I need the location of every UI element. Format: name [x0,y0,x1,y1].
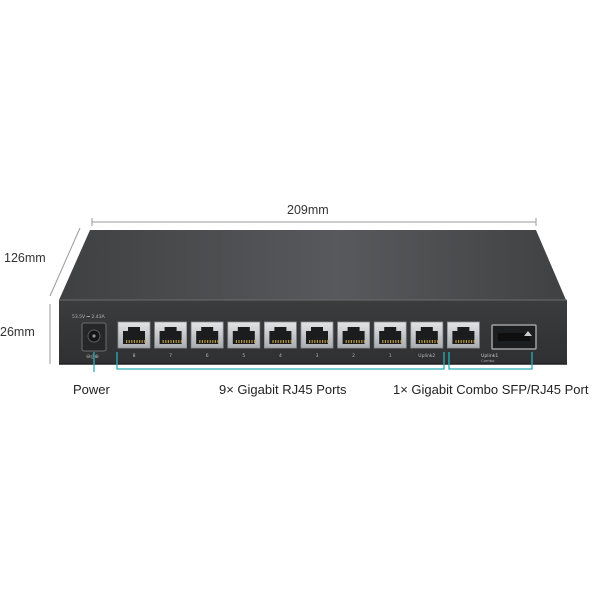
rj45-port-3 [300,321,334,349]
port-number-label: 4 [279,353,282,359]
power-jack: 53.5V ⎓ 2.43A ⊖◎⊕ [72,314,107,360]
port-number-label: 3 [316,353,319,359]
depth-dimension-label: 126mm [4,251,46,265]
polarity-icon: ⊖◎⊕ [86,354,99,360]
uplink2-label: Uplink2 [418,353,435,359]
rj45-port-2 [337,321,371,349]
depth-dimension-line [49,227,81,297]
port-number-label: 1 [389,353,392,359]
uplink1-sub-label: Combo [481,358,495,363]
rj45-port-8 [117,321,151,349]
combo-port-bracket [448,352,533,370]
switch-top-surface [59,230,566,300]
port-number-label: 2 [352,353,355,359]
port-number-label: 5 [242,353,245,359]
power-rating-label: 53.5V ⎓ 2.43A [72,314,106,320]
port-number-label: 8 [133,353,136,359]
rj45-port-uplink1-combo [446,321,480,349]
rj45-port-7 [154,321,188,349]
width-dimension-line [91,218,537,226]
sfp-slot [491,324,537,350]
rj45-port-uplink2 [410,321,444,349]
height-dimension-label: 26mm [0,325,35,339]
width-dimension-label: 209mm [287,203,329,217]
rj45-port-group: 8 7 6 5 4 3 2 1 Uplink2 [117,321,480,359]
rj45-port-1 [373,321,407,349]
combo-port-callout: 1× Gigabit Combo SFP/RJ45 Port [393,382,589,397]
rj45-ports-bracket [116,352,445,370]
rj45-port-5 [227,321,261,349]
port-number-label: 7 [169,353,172,359]
port-number-label: 6 [206,353,209,359]
uplink1-label: Uplink1 [481,353,498,359]
rj45-port-6 [190,321,224,349]
power-callout: Power [73,382,110,397]
rj45-ports-callout: 9× Gigabit RJ45 Ports [219,382,347,397]
rj45-port-4 [263,321,297,349]
